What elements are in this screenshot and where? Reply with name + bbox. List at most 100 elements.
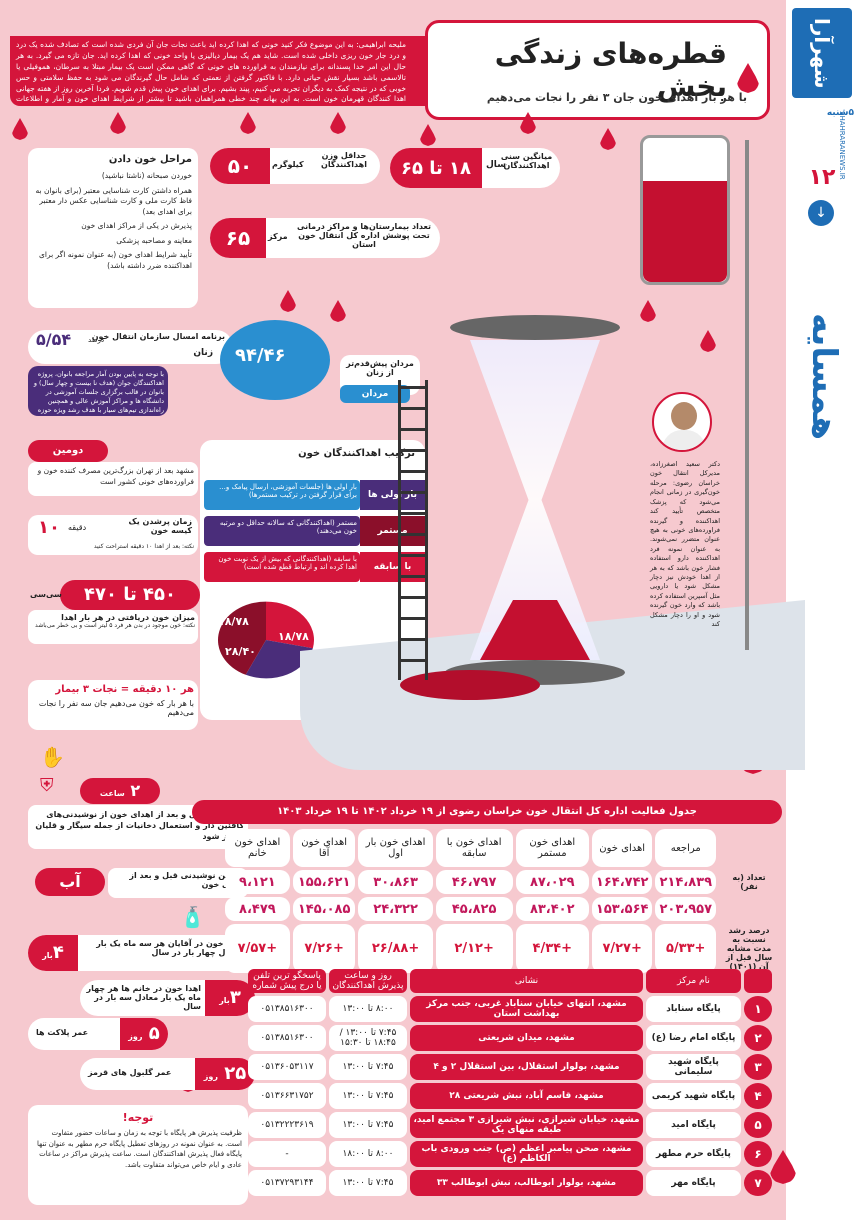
center-number: ۶ xyxy=(744,1141,772,1167)
col-address: نشانی xyxy=(410,969,643,993)
center-address: مشهد، خیابان شیرازی، نبش شیرازی ۳ مجتمع … xyxy=(410,1112,643,1138)
hourglass-top xyxy=(450,315,620,340)
section-title: همسایه xyxy=(804,312,844,440)
composition-text: بار اولی ها (جلسات آموزشی، ارسال پیامک و… xyxy=(204,480,360,510)
centers-table: نام مرکز نشانی روز و ساعت پذیرش اهداکنند… xyxy=(245,966,775,1199)
age-stat: ۱۸ تا ۶۵ سال میانگین سنی اهداکنندگان xyxy=(390,148,560,188)
pie-label: ۱۸/۷۸ xyxy=(278,630,309,643)
time-label: زمان پرشدن یک کیسه خون xyxy=(128,517,192,535)
iv-stand xyxy=(745,140,749,650)
note-panel: توجه! ظرفیت پذیرش هر پایگاه با توجه به ز… xyxy=(28,1105,248,1205)
blood-drop-icon xyxy=(700,330,716,352)
rbc-stat: ۲۵ روز عمر گلبول های قرمز xyxy=(80,1058,255,1090)
water-value: آب xyxy=(35,868,105,896)
time-note: نکته: بعد از اهدا ۱۰ دقیقه استراحت کنید xyxy=(93,543,194,550)
row-label-header xyxy=(719,829,779,867)
platelet-value: ۵ xyxy=(148,1023,160,1044)
activity-column-header: اهدای خون مستمر xyxy=(515,829,589,867)
amount-panel: میزان خون دریافتی در هر بار اهدا نکته: خ… xyxy=(28,610,198,644)
intro-text: ملیحه ابراهیمی: به این موضوع فکر کنید خو… xyxy=(10,36,412,106)
women-unit: درصد xyxy=(88,336,105,344)
table-cell: ۲۰۳،۹۵۷ xyxy=(655,897,716,921)
composition-text: مستمر (اهداکنندگانی که سالانه حداقل دو م… xyxy=(204,516,360,546)
save-stat: هر ۱۰ دقیقه = نجات ۳ بیمار با هر بار که … xyxy=(28,680,198,730)
blood-drop-icon xyxy=(110,112,126,134)
center-hours: ۷:۴۵ تا ۱۳:۰۰ / ۱۸:۴۵ تا ۱۵:۳۰ xyxy=(329,1025,407,1051)
amount-note: نکته: خون موجود در بدن هر فرد ۵ لیتر است… xyxy=(35,622,195,629)
hands-drop-icon: ✋ xyxy=(40,745,65,769)
hours-value: ۲ xyxy=(130,781,141,800)
table-cell: ۱۶۴،۷۴۲ xyxy=(591,870,653,894)
program-text: با توجه به پایین بودن آمار مراجعه بانوان… xyxy=(28,366,168,416)
table-cell: ۸۳،۴۰۲ xyxy=(515,897,589,921)
center-number: ۱ xyxy=(744,996,772,1022)
steps-list: خوردن صبحانه (ناشتا نباشید) همراه داشتن … xyxy=(34,171,192,271)
col-name: نام مرکز xyxy=(646,969,741,993)
age-value: ۱۸ تا ۶۵ xyxy=(390,148,482,188)
women-times-text: اهدا خون در خانم ها هر چهار ماه یک بار م… xyxy=(86,984,201,1011)
pie-label: ۱۸/۷۸ xyxy=(218,615,249,628)
table-cell: +۵/۳۳ xyxy=(655,924,716,973)
amount-value: ۴۵۰ تا ۴۷۰ xyxy=(60,580,200,610)
blood-drop-icon xyxy=(330,300,346,322)
amount-label: میزان خون دریافتی در هر بار اهدا xyxy=(61,613,195,622)
platelet-unit: روز xyxy=(128,1032,143,1041)
center-name: پایگاه مهر xyxy=(646,1170,741,1196)
site-url[interactable]: SHAHRARANEWS.IR xyxy=(838,111,846,180)
doctor-avatar xyxy=(652,392,712,452)
page-title: قطره‌های زندگی بخش xyxy=(494,37,727,103)
step-item: پذیرش در یکی از مراکز اهدای خون xyxy=(81,221,192,230)
center-hours: ۷:۴۵ تا ۱۳:۰۰ xyxy=(329,1112,407,1138)
note-title: توجه! xyxy=(122,1111,154,1124)
weight-unit: کیلوگرم xyxy=(272,160,304,169)
table-cell: ۱۵۳،۵۶۴ xyxy=(591,897,653,921)
center-phone: ۰۵۱۳۲۲۲۳۶۱۹ xyxy=(248,1112,326,1138)
save-count: نجات ۳ بیمار xyxy=(55,684,118,695)
blood-drop-icon xyxy=(330,112,346,134)
logo: شهرآرا xyxy=(792,8,852,98)
save-interval: هر ۱۰ دقیقه xyxy=(132,684,194,695)
table-cell: ۱۵۵،۶۲۱ xyxy=(292,870,356,894)
step-item: معاینه و مصاحبه پزشکی xyxy=(116,235,192,245)
center-number: ۴ xyxy=(744,1083,772,1109)
program-title: برنامه امسال سازمان انتقال خون xyxy=(91,332,225,341)
water-bottle-icon: 🧴 xyxy=(180,905,205,929)
center-phone: ۰۵۱۳۸۵۱۶۳۰۰ xyxy=(248,1025,326,1051)
row-label xyxy=(719,897,779,921)
save-text: با هر بار که خون می‌دهیم جان سه نفر را ن… xyxy=(38,699,194,717)
activity-column-header: اهدای خون xyxy=(591,829,653,867)
men-times-stat: ۴بار اهدا خون در آقایان هر سه ماه یک بار… xyxy=(28,935,248,971)
shield-icon: ⛨ xyxy=(40,775,54,796)
center-hours: ۸:۰۰ تا ۱۸:۰۰ xyxy=(329,1141,407,1167)
women-times-unit: بار xyxy=(219,996,230,1005)
col-hours: روز و ساعت پذیرش اهداکنندگان xyxy=(329,969,407,993)
centers-stat: ۶۵ مرکز تعداد بیمارستان‌ها و مراکز درمان… xyxy=(210,218,440,258)
center-name: پایگاه سناباد xyxy=(646,996,741,1022)
center-name: پایگاه امید xyxy=(646,1112,741,1138)
centers-unit: مرکز xyxy=(268,232,288,241)
women-times-stat: ۳بار اهدا خون در خانم ها هر چهار ماه یک … xyxy=(80,980,255,1016)
table-cell: ۸،۴۷۹ xyxy=(225,897,290,921)
activity-column-header: اهدای خون با سابقه xyxy=(435,829,513,867)
center-phone: ۰۵۱۳۶۶۳۱۷۵۲ xyxy=(248,1083,326,1109)
time-value: ۱۰ xyxy=(38,517,60,538)
weight-stat: ۵۰ کیلوگرم حداقل وزن اهداکنندگان xyxy=(210,148,380,184)
blood-bag-illustration xyxy=(640,135,730,285)
women-times-value: ۳ xyxy=(229,987,241,1008)
blood-drop-icon xyxy=(280,290,296,312)
day-label: ۵شنبه xyxy=(826,108,854,118)
center-address: مشهد، بولوار استقلال، بین استقلال ۲ و ۴ xyxy=(410,1054,643,1080)
table-cell: ۸۷،۰۲۹ xyxy=(515,870,589,894)
time-stat: ۱۰ دقیقه زمان پرشدن یک کیسه خون نکته: بع… xyxy=(28,515,198,555)
table-cell: +۲۶/۸۸ xyxy=(358,924,433,973)
pie-slice xyxy=(266,601,314,649)
weight-value: ۵۰ xyxy=(210,148,270,184)
rbc-text: عمر گلبول های قرمز xyxy=(88,1068,172,1077)
arrow-down-icon[interactable]: ↓ xyxy=(808,200,834,226)
activity-column-header: اهدای خون آقا xyxy=(292,829,356,867)
blood-drop-icon xyxy=(12,118,28,140)
